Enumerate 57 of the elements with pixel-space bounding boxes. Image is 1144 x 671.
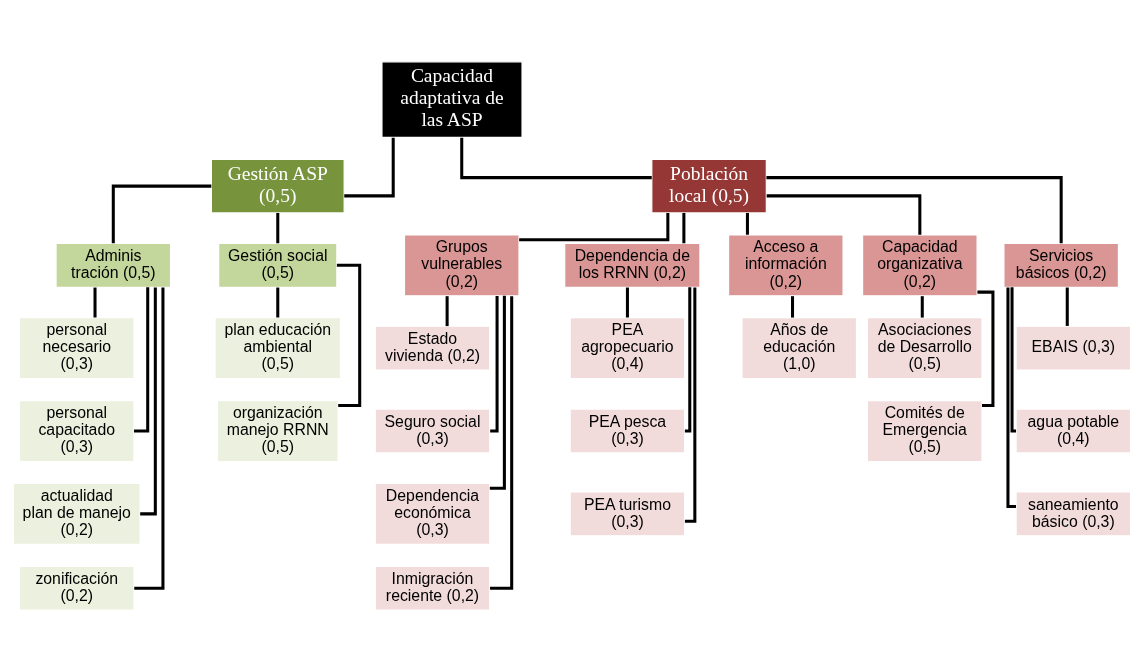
connector: [766, 175, 1063, 243]
node-box: actualidad plan de manejo (0,2): [12, 482, 141, 545]
node-box: Dependencia de los RRNN (0,2): [564, 242, 701, 288]
node-box: personal capacitado (0,3): [18, 399, 135, 462]
node-box: Gestión social (0,5): [218, 242, 338, 288]
connector: [489, 295, 506, 490]
connector: [684, 287, 697, 523]
connector: [134, 286, 150, 433]
node-box: EBAIS (0,3): [1015, 325, 1132, 371]
connector: [791, 295, 795, 318]
connector: [344, 137, 395, 197]
connector: [460, 137, 652, 179]
connector: [140, 286, 157, 515]
node-box: Capacidad adaptativa de las ASP: [381, 60, 523, 138]
connector: [1006, 287, 1016, 508]
connector: [977, 290, 995, 407]
node-box: zonificación (0,2): [18, 565, 135, 611]
connector: [1065, 287, 1069, 326]
node-box: Dependencia económica (0,3): [374, 482, 491, 545]
connector: [920, 295, 924, 318]
connector: [336, 263, 362, 407]
node-box: agua potable (0,4): [1015, 408, 1132, 454]
connector: [445, 295, 449, 326]
connector: [1010, 286, 1017, 433]
connector: [276, 212, 280, 243]
connector: [766, 193, 922, 235]
connector: [745, 212, 749, 235]
node-box: Estado vivienda (0,2): [374, 325, 491, 371]
node-box: PEA turismo (0,3): [569, 490, 686, 536]
node-box: Servicios básicos (0,2): [1003, 242, 1120, 288]
node-box: Capacidad organizativa (0,2): [861, 233, 978, 296]
connector: [682, 212, 686, 243]
connector: [519, 212, 670, 241]
node-box: Comités de Emergencia (0,5): [866, 399, 983, 462]
node-box: organización manejo RRNN (0,5): [216, 399, 339, 462]
connector: [93, 287, 97, 317]
node-box: plan educación ambiental (0,5): [214, 316, 342, 379]
node-box: Población local (0,5): [651, 158, 767, 214]
node-box: Acceso a información (0,2): [727, 233, 844, 296]
connector: [134, 287, 165, 590]
node-box: saneamiento básico (0,3): [1015, 490, 1132, 536]
node-box: Seguro social (0,3): [374, 408, 491, 454]
connector: [684, 286, 692, 433]
node-box: personal necesario (0,3): [18, 316, 135, 379]
node-box: PEA agropecuario (0,4): [569, 316, 686, 379]
connector: [276, 287, 280, 317]
node-box: Gestión ASP (0,5): [210, 158, 345, 214]
node-box: Adminis tración (0,5): [55, 242, 172, 288]
connector: [490, 295, 514, 590]
connector: [625, 287, 629, 317]
node-box: Inmigración reciente (0,2): [374, 565, 491, 611]
node-box: Años de educación (1,0): [741, 316, 858, 379]
node-box: PEA pesca (0,3): [569, 408, 686, 454]
connector: [490, 295, 499, 433]
connector: [111, 184, 212, 243]
node-box: Grupos vulnerables (0,2): [403, 233, 520, 296]
node-box: Asociaciones de Desarrollo (0,5): [866, 316, 983, 379]
